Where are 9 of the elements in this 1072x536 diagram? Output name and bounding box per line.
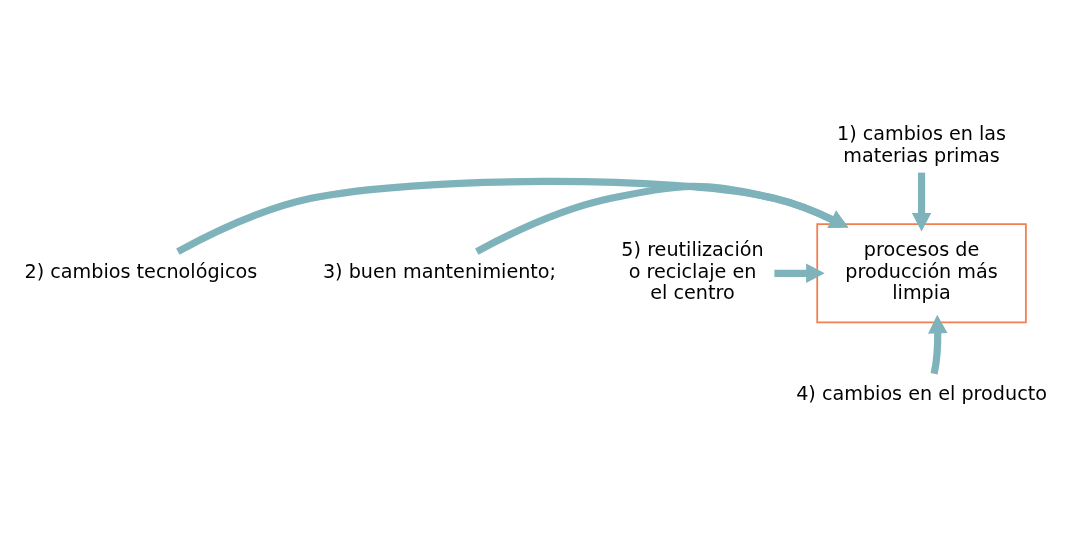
node-text: 1) cambios en las materias primas [836,121,1007,167]
node-text: 5) reutilización o reciclaje en el centro [621,237,764,304]
node-text: 3) buen mantenimiento; [322,259,557,283]
node-text: 2) cambios tecnológicos [24,259,258,283]
node-text: 4) cambios en el producto [796,381,1047,405]
arrow [928,314,948,375]
arrow [475,182,849,255]
node-box: procesos de producción más limpia [816,222,1027,323]
arrow [176,177,849,255]
